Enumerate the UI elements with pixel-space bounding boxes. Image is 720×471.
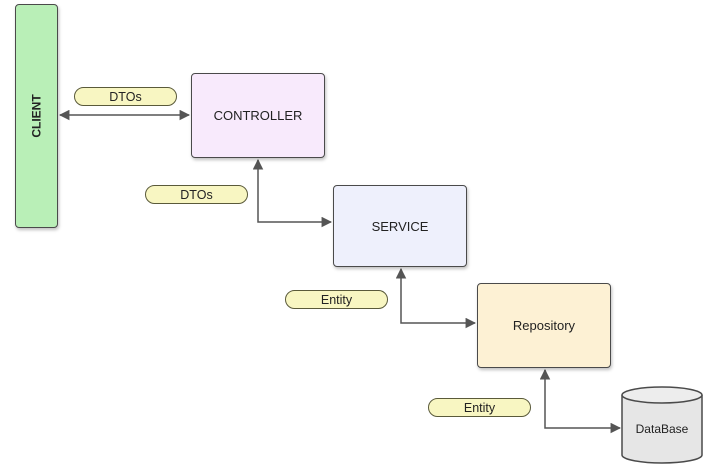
service-node: SERVICE bbox=[333, 185, 467, 267]
repository-database-edge-label: Entity bbox=[428, 398, 531, 417]
repository-database-connector bbox=[539, 368, 622, 434]
database-cylinder-icon bbox=[621, 386, 703, 464]
client-controller-edge-label: DTOs bbox=[74, 87, 177, 106]
repository-label: Repository bbox=[512, 318, 576, 333]
database-label: DataBase bbox=[635, 422, 689, 436]
controller-service-edge-label: DTOs bbox=[145, 185, 248, 204]
service-repository-connector bbox=[395, 267, 477, 329]
service-label: SERVICE bbox=[371, 218, 429, 234]
repository-node: Repository bbox=[477, 283, 611, 368]
service-repository-edge-label: Entity bbox=[285, 290, 388, 309]
client-node: CLIENT bbox=[15, 4, 58, 228]
client-label: CLIENT bbox=[29, 94, 44, 138]
controller-label: CONTROLLER bbox=[213, 108, 303, 123]
controller-node: CONTROLLER bbox=[191, 73, 325, 158]
controller-service-connector bbox=[252, 158, 333, 228]
